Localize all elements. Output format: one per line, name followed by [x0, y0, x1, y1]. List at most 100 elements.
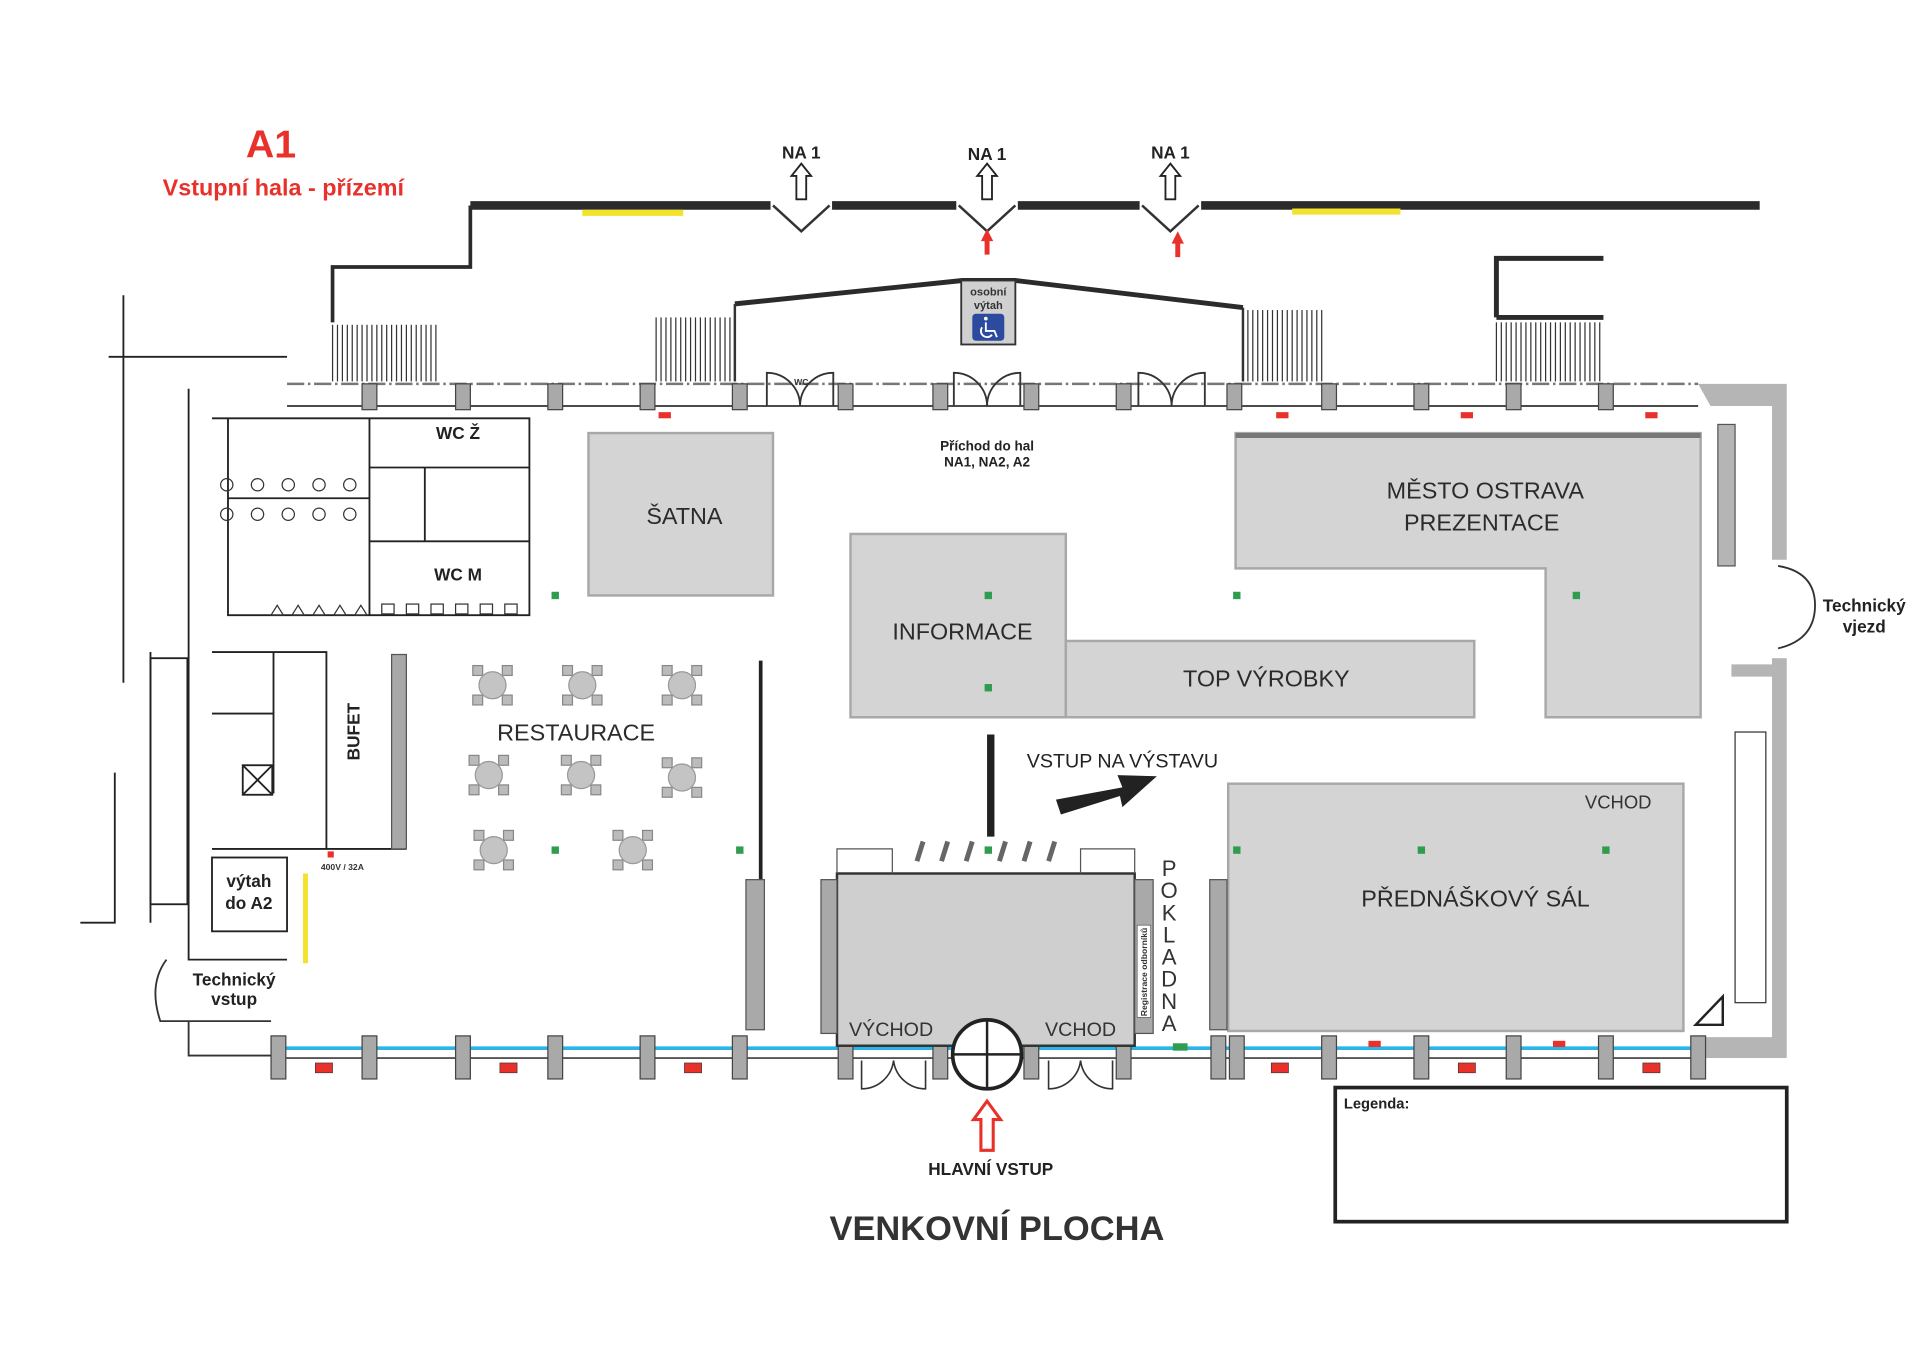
elevator-a2-label: do A2	[225, 893, 272, 913]
green-marker	[1233, 846, 1241, 854]
direction-arrow-icon	[1055, 775, 1157, 815]
room-label: MĚSTO OSTRAVA	[1387, 477, 1585, 503]
hydrant-marker	[658, 412, 671, 419]
pillar	[932, 383, 949, 411]
hall-subtitle: Vstupní hala - přízemí	[163, 175, 406, 201]
exit-label: VÝCHOD	[849, 1018, 933, 1041]
exit-na1-left[interactable]: NA 1	[770, 143, 833, 233]
table	[562, 664, 603, 706]
hydrant-marker	[1276, 412, 1289, 419]
toilet-icon	[343, 507, 357, 522]
urinal-icon	[430, 603, 444, 615]
pillar	[1505, 383, 1522, 411]
hydrant-marker	[1368, 1040, 1381, 1047]
east-staircase	[1734, 731, 1767, 1004]
wc-fixtures	[219, 477, 518, 616]
room-informace[interactable]: INFORMACE	[849, 532, 1068, 719]
green-markers	[551, 591, 1610, 1051]
exhibition-entry-label: VSTUP NA VÝSTAVU	[1027, 750, 1218, 773]
hall-code: A1	[246, 122, 296, 166]
exit-na1-right[interactable]: NA 1	[1139, 143, 1202, 258]
power-outlet-label: 400V / 32A	[321, 862, 364, 872]
exit-label: NA 1	[1151, 143, 1190, 163]
pillar	[547, 383, 564, 411]
restaurant-tables	[468, 664, 703, 871]
arrow-up-icon	[975, 162, 999, 201]
north-doors[interactable]	[765, 371, 1206, 407]
toilet-icon	[312, 507, 326, 522]
pillar	[1413, 1035, 1430, 1080]
wc-men-label: WC M	[434, 565, 482, 585]
legend-box: Legenda:	[1333, 1085, 1789, 1224]
pokladna-letter: A	[1162, 945, 1177, 970]
east-wall	[1692, 383, 1816, 1059]
table	[468, 754, 510, 796]
pillar	[1321, 1035, 1338, 1080]
table	[473, 829, 515, 871]
table	[661, 757, 703, 798]
arrow-up-icon	[789, 162, 814, 201]
urinal-icon	[381, 603, 395, 615]
room-top-vyrobky[interactable]: TOP VÝROBKY	[1064, 639, 1476, 719]
legend-title: Legenda:	[1344, 1096, 1410, 1112]
green-marker	[1417, 846, 1426, 854]
pillar	[1210, 1035, 1227, 1080]
restaurant-label: RESTAURACE	[497, 720, 655, 746]
room-label: PŘEDNÁŠKOVÝ SÁL	[1361, 885, 1589, 912]
stair-hatch	[1495, 322, 1601, 382]
toilet-icon	[281, 507, 296, 522]
pillar	[1597, 383, 1614, 411]
pokladna-letter: D	[1161, 967, 1177, 992]
green-marker	[551, 591, 559, 600]
green-marker	[736, 846, 744, 854]
wc-women-label: WC Ž	[436, 423, 480, 443]
turnstiles	[914, 840, 1058, 862]
green-marker	[984, 591, 992, 600]
pillar	[731, 1035, 748, 1080]
stair-hatch	[331, 324, 437, 382]
pokladna-letter: O	[1161, 878, 1178, 903]
pokladna-letter: L	[1163, 922, 1175, 947]
technical-driveway-label: Technický	[1823, 595, 1906, 615]
technical-driveway-label: vjezd	[1843, 616, 1886, 636]
urinal-icon	[290, 604, 306, 616]
entrance-label: VCHOD	[1585, 791, 1652, 812]
room-label: TOP VÝROBKY	[1183, 665, 1350, 691]
toilet-icon	[219, 507, 234, 522]
green-marker	[551, 846, 559, 854]
room-prednaskovy-sal[interactable]: PŘEDNÁŠKOVÝ SÁL VCHOD	[1226, 782, 1685, 1033]
pillar	[1226, 383, 1243, 411]
stair-hatch	[1242, 310, 1323, 382]
room-satna[interactable]: ŠATNA	[587, 431, 775, 597]
pillar	[1597, 1035, 1614, 1080]
toilet-icon	[219, 477, 234, 492]
exit-label: NA 1	[782, 143, 821, 163]
pillar	[1115, 383, 1132, 411]
red-arrow-icon	[1171, 231, 1184, 258]
pillar	[361, 1035, 378, 1080]
main-entrance-label: HLAVNÍ VSTUP	[928, 1159, 1053, 1179]
room-mesto-ostrava[interactable]: MĚSTO OSTRAVA PREZENTACE	[1234, 431, 1702, 719]
arrow-up-icon	[1158, 162, 1183, 201]
green-marker	[1602, 846, 1610, 854]
toilet-icon	[343, 477, 357, 492]
pokladna-letter: K	[1162, 900, 1177, 925]
main-entrance[interactable]	[860, 1018, 1114, 1152]
room-label: PREZENTACE	[1404, 509, 1559, 535]
exit-na1-center[interactable]: NA 1	[956, 144, 1018, 255]
urinal-icon	[479, 603, 494, 615]
red-arrow-icon	[980, 228, 994, 255]
technical-entry-label: Technický	[193, 969, 276, 989]
hydrant-marker	[1457, 1062, 1476, 1074]
entrance-arrow-icon	[970, 1098, 1004, 1152]
north-wall	[330, 201, 1760, 323]
elevator-a2-label: výtah	[226, 871, 271, 891]
table	[612, 829, 654, 871]
pokladna-letter: P	[1162, 856, 1177, 881]
elevator-label: výtah	[974, 300, 1003, 312]
toilet-icon	[281, 477, 296, 492]
pokladna-letter: N	[1161, 989, 1177, 1014]
green-marker	[1233, 591, 1241, 600]
